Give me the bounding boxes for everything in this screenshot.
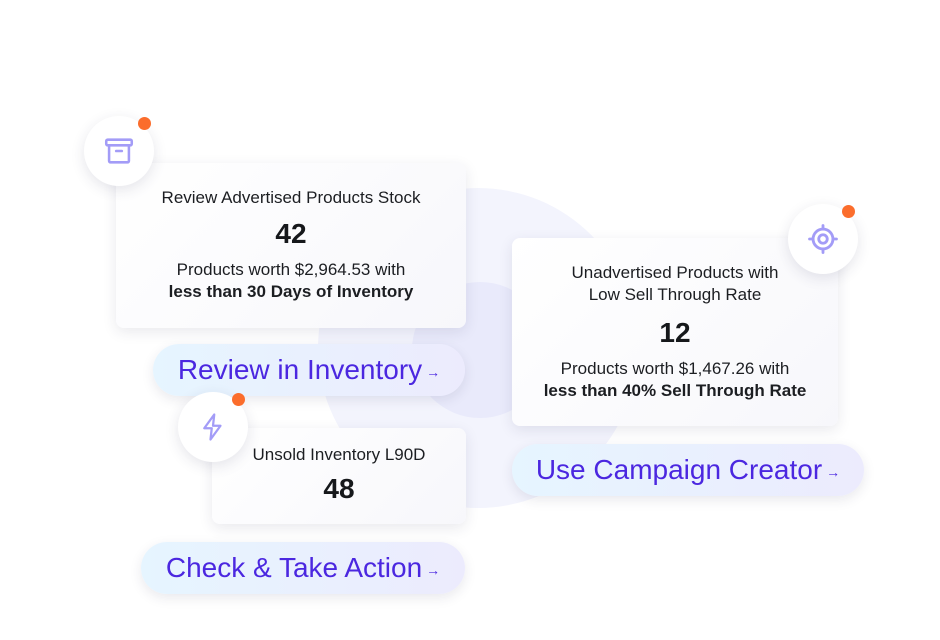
lightning-badge <box>178 392 248 462</box>
unsold-inventory-card: Unsold Inventory L90D 48 <box>212 428 466 524</box>
card-value: 42 <box>275 218 307 249</box>
unadvertised-products-card: Unadvertised Products with Low Sell Thro… <box>512 238 838 426</box>
archive-badge <box>84 116 154 186</box>
card-title: Unsold Inventory L90D <box>252 445 426 464</box>
card-value: 12 <box>659 317 691 348</box>
button-label: Check & Take Action <box>165 552 423 583</box>
target-badge <box>788 204 858 274</box>
card-title: Review Advertised Products Stock <box>161 188 421 207</box>
notification-dot <box>232 393 245 406</box>
notification-dot <box>842 205 855 218</box>
arrow-right-icon: → <box>426 364 441 380</box>
review-in-inventory-button[interactable]: Review in Inventory → <box>153 344 465 396</box>
card-description: Products worth $1,467.26 with less than … <box>512 358 838 402</box>
card-description-line: Products worth $2,964.53 with <box>176 260 406 279</box>
archive-box-icon <box>104 138 134 164</box>
button-label: Review in Inventory <box>177 354 423 385</box>
card-description-highlight: less than 30 Days of Inventory <box>168 282 414 301</box>
notification-dot <box>138 117 151 130</box>
arrow-right-icon: → <box>426 562 441 578</box>
button-label: Use Campaign Creator <box>535 454 823 485</box>
advertised-stock-card: Review Advertised Products Stock 42 Prod… <box>116 163 466 328</box>
card-title: Unadvertised Products with Low Sell Thro… <box>512 262 838 306</box>
card-title-line: Low Sell Through Rate <box>588 285 762 304</box>
use-campaign-creator-button[interactable]: Use Campaign Creator → <box>512 444 864 496</box>
card-value: 48 <box>323 473 355 504</box>
check-and-take-action-button[interactable]: Check & Take Action → <box>141 542 465 594</box>
target-icon <box>808 224 838 254</box>
lightning-bolt-icon <box>203 413 222 441</box>
card-description-line: Products worth $1,467.26 with <box>560 359 790 378</box>
card-title-line: Unadvertised Products with <box>571 263 779 282</box>
card-description-highlight: less than 40% Sell Through Rate <box>543 381 807 400</box>
arrow-right-icon: → <box>826 464 841 480</box>
card-description: Products worth $2,964.53 with less than … <box>116 259 466 303</box>
